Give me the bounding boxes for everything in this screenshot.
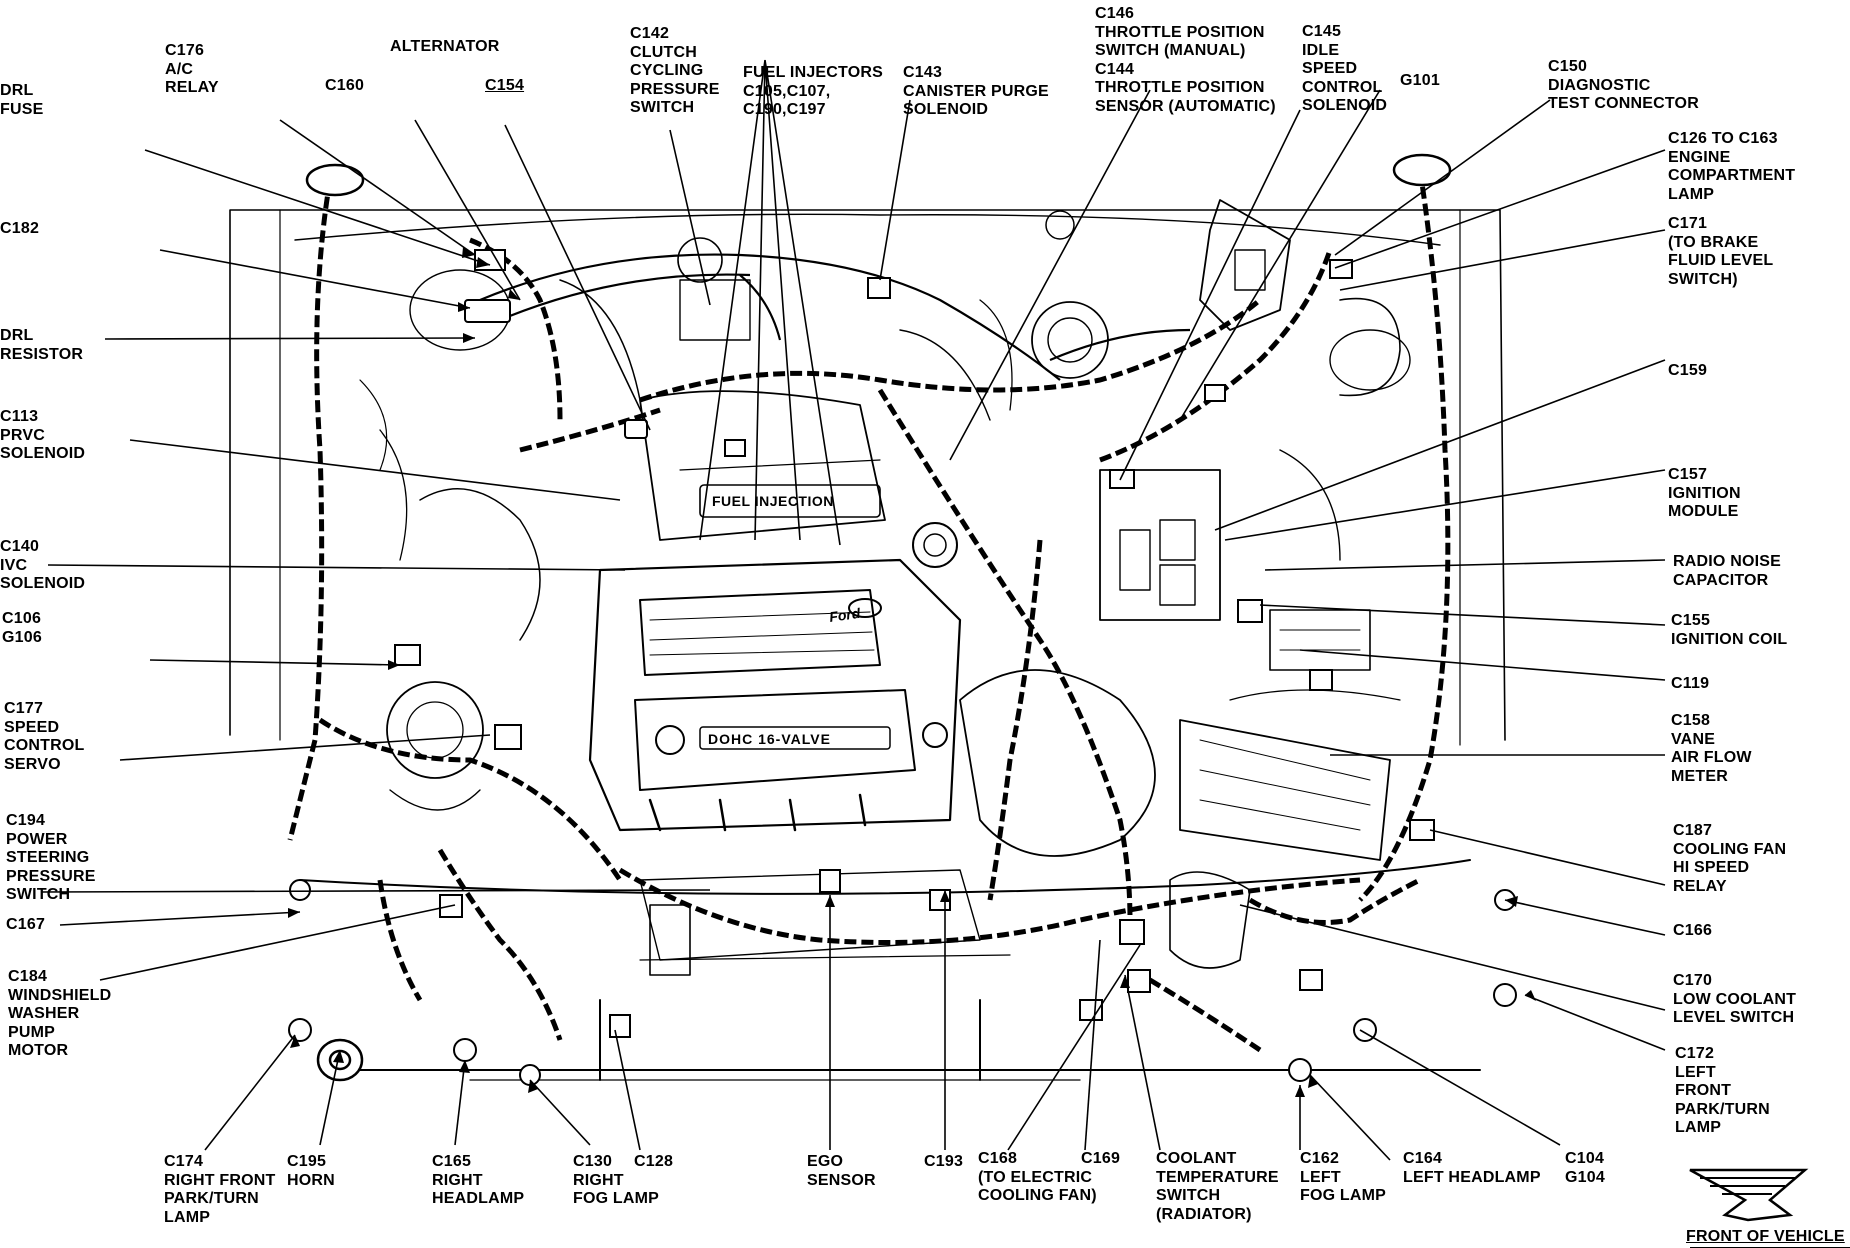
- label-c143: C143 CANISTER PURGE SOLENOID: [903, 64, 1049, 118]
- label-c150: C150 DIAGNOSTIC TEST CONNECTOR: [1548, 58, 1699, 112]
- label-c146: C146 THROTTLE POSITION SWITCH (MANUAL) C…: [1095, 5, 1276, 115]
- label-c145: C145 IDLE SPEED CONTROL SOLENOID: [1302, 23, 1388, 114]
- label-c106: C106 G106: [2, 610, 42, 646]
- label-c176: C176 A/C RELAY: [165, 42, 219, 96]
- label-c184: C184 WINDSHIELD WASHER PUMP MOTOR: [8, 968, 112, 1059]
- label-c130: C130 RIGHT FOG LAMP: [573, 1153, 660, 1207]
- label-c158: C158 VANE AIR FLOW METER: [1671, 712, 1752, 785]
- label-c162: C162 LEFT FOG LAMP: [1300, 1150, 1387, 1204]
- label-c119: C119: [1671, 675, 1710, 692]
- label-c160: C160: [325, 77, 365, 94]
- label-c164: C164 LEFT HEADLAMP: [1403, 1150, 1541, 1186]
- label-c169: C169: [1081, 1150, 1121, 1167]
- label-c170: C170 LOW COOLANT LEVEL SWITCH: [1673, 972, 1797, 1026]
- label-c168: C168 (TO ELECTRIC COOLING FAN): [978, 1150, 1097, 1204]
- label-c166: C166: [1673, 922, 1713, 939]
- label-g101: G101: [1400, 72, 1440, 89]
- label-fuel-injectors: FUEL INJECTORS C105,C107, C190,C197: [743, 64, 884, 118]
- label-c104: C104 G104: [1565, 1150, 1605, 1186]
- ford-logo-text: Ford: [828, 605, 861, 625]
- label-alternator: ALTERNATOR: [390, 38, 500, 55]
- label-c128: C128: [634, 1153, 674, 1170]
- label-c113: C113 PRVC SOLENOID: [0, 408, 86, 462]
- label-c157: C157 IGNITION MODULE: [1668, 466, 1741, 520]
- label-c193: C193: [924, 1153, 964, 1170]
- label-c187: C187 COOLING FAN HI SPEED RELAY: [1673, 822, 1787, 895]
- front-arrow-icon: [1689, 1168, 1809, 1222]
- label-c142: C142 CLUTCH CYCLING PRESSURE SWITCH: [630, 25, 720, 116]
- label-c165: C165 RIGHT HEADLAMP: [432, 1153, 525, 1207]
- label-c154: C154: [485, 77, 525, 94]
- label-coolant: COOLANT TEMPERATURE SWITCH (RADIATOR): [1156, 1150, 1279, 1223]
- label-radio-noise: RADIO NOISE CAPACITOR: [1673, 553, 1781, 589]
- fuel-injection-plate-text: FUEL INJECTION: [712, 493, 834, 509]
- label-c174: C174 RIGHT FRONT PARK/TURN LAMP: [164, 1153, 276, 1226]
- label-c171: C171 (TO BRAKE FLUID LEVEL SWITCH): [1668, 215, 1774, 288]
- label-c140: C140 IVC SOLENOID: [0, 538, 86, 592]
- label-c172: C172 LEFT FRONT PARK/TURN LAMP: [1675, 1045, 1770, 1136]
- label-c177: C177 SPEED CONTROL SERVO: [4, 700, 85, 773]
- label-c194: C194 POWER STEERING PRESSURE SWITCH: [6, 812, 96, 903]
- label-c195: C195 HORN: [287, 1153, 335, 1189]
- label-c155: C155 IGNITION COIL: [1671, 612, 1788, 648]
- label-front-of-vehicle: FRONT OF VEHICLE: [1686, 1228, 1845, 1245]
- valve-cover-text: DOHC 16-VALVE: [708, 731, 831, 747]
- label-ego: EGO SENSOR: [807, 1153, 876, 1189]
- label-drl-resistor: DRL RESISTOR: [0, 327, 84, 363]
- label-c126: C126 TO C163 ENGINE COMPARTMENT LAMP: [1668, 130, 1796, 203]
- label-c167: C167: [6, 916, 46, 933]
- label-drl-fuse: DRL FUSE: [0, 82, 44, 118]
- leader-lines: [41, 59, 1666, 1161]
- label-c159: C159: [1668, 362, 1708, 379]
- label-c182: C182: [0, 220, 40, 237]
